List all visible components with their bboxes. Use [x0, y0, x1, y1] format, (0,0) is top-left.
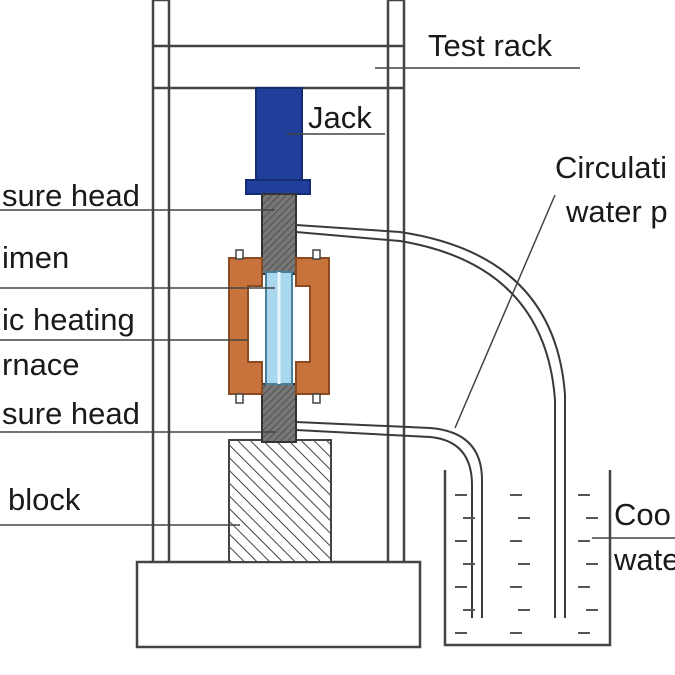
block [228, 439, 332, 563]
label-jack: Jack [308, 100, 372, 135]
circulating-water-pipes [295, 224, 566, 618]
label-test-rack: Test rack [428, 28, 553, 63]
label-lower-pressure-head: sure head [2, 396, 140, 431]
heating-furnace [228, 249, 330, 404]
lower-pressure-head [261, 383, 297, 443]
label-heating-furnace-line1: ic heating [2, 302, 135, 337]
label-block: block [8, 482, 81, 517]
upper-pipe-inner [295, 231, 556, 618]
upper-pressure-head [261, 193, 297, 275]
jack-flange [245, 179, 311, 195]
water-surface-marks [455, 494, 598, 634]
label-specimen: imen [2, 240, 69, 275]
furnace-clip [312, 393, 321, 404]
label-circulating-water-pipe-line1: Circulati [555, 150, 667, 185]
tank-wall [443, 470, 612, 647]
jack-body [255, 87, 303, 183]
label-heating-furnace-line2: rnace [2, 347, 80, 382]
furnace-clip [235, 393, 244, 404]
lower-pipe-outer [295, 421, 483, 618]
leader-circulating-water-pipe [454, 194, 556, 429]
furnace-right-half [295, 257, 330, 395]
furnace-clip [312, 249, 321, 260]
cooling-water-tank [443, 470, 612, 647]
upper-pipe-outer [295, 224, 566, 618]
furnace-clip [235, 249, 244, 260]
label-cooling-water-line1: Coo [614, 497, 671, 532]
label-upper-pressure-head: sure head [2, 178, 140, 213]
furnace-left-half [228, 257, 263, 395]
lower-pipe-inner [295, 429, 473, 618]
leader-lines [0, 67, 675, 539]
jack [245, 87, 311, 195]
rack-left-column [151, 0, 171, 567]
label-circulating-water-pipe-line2: water p [565, 194, 668, 229]
label-cooling-water-line2: wate [613, 542, 675, 577]
rack-right-column [386, 0, 406, 567]
rack-base [135, 560, 422, 649]
